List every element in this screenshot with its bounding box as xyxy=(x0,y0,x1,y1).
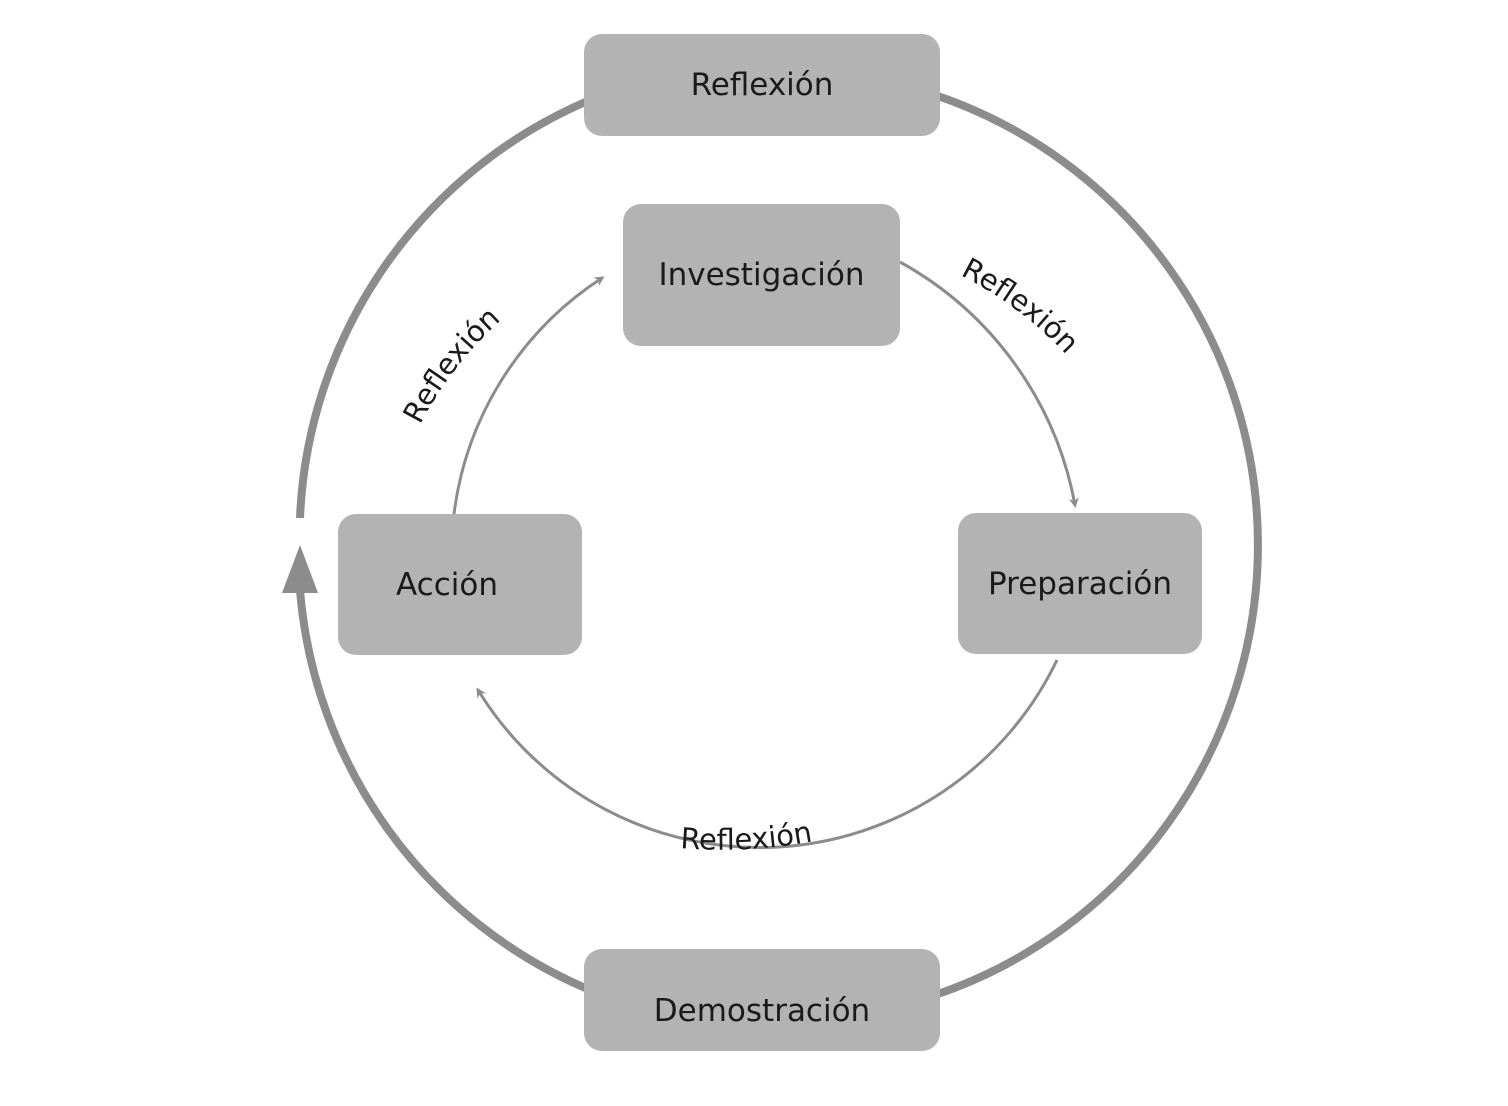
node-demostracion-bottom: Demostración xyxy=(584,949,940,1051)
arc-label-preparacion-accion: Reflexión xyxy=(680,815,815,857)
node-label: Investigación xyxy=(658,257,865,293)
arrow-accion-to-investigacion xyxy=(452,276,605,515)
node-investigacion: Investigación xyxy=(623,204,900,346)
node-accion: Acción xyxy=(338,514,582,655)
node-reflexion-top: Reflexión xyxy=(584,34,940,136)
node-label: Demostración xyxy=(653,993,871,1029)
node-label: Reflexión xyxy=(690,67,834,103)
arrow-preparacion-to-accion xyxy=(476,659,1059,849)
outer-cycle-arrowhead-icon xyxy=(282,545,318,593)
arrow-investigacion-to-preparacion xyxy=(899,260,1079,508)
arc-label-investigacion-preparacion: Reflexión xyxy=(957,251,1086,360)
node-preparacion: Preparación xyxy=(958,513,1202,654)
node-label: Acción xyxy=(396,566,498,603)
node-label: Preparación xyxy=(988,565,1172,602)
outer-cycle-arc-right xyxy=(933,91,1262,999)
arc-label-accion-investigacion: Reflexión xyxy=(396,300,506,428)
outer-cycle-arc-left-top xyxy=(296,96,592,519)
outer-cycle-arc-left-bottom xyxy=(296,589,592,994)
